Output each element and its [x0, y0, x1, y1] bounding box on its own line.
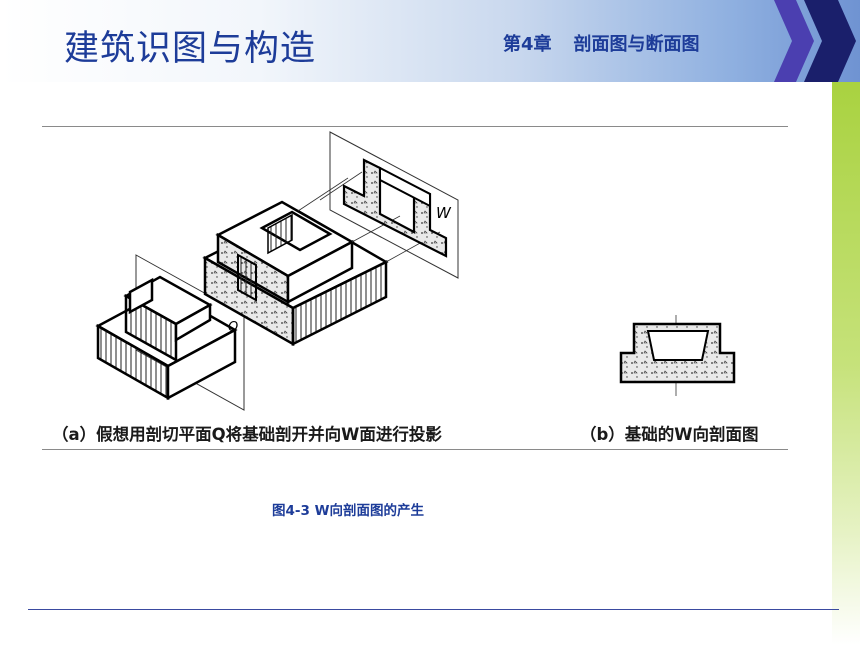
plane-q-label: Q [228, 320, 238, 335]
divider-middle [42, 449, 788, 450]
divider-bottom [28, 609, 839, 610]
plane-w [329, 131, 459, 279]
header-banner: 建筑识图与构造 第4章剖面图与断面图 [0, 0, 860, 82]
caption-a: （a）假想用剖切平面Q将基础剖开并向W面进行投影 [52, 425, 442, 444]
chapter-number: 第4章 [503, 34, 552, 55]
w-section-view [619, 315, 736, 396]
plane-w-label: W [436, 204, 452, 222]
chapter-title: 剖面图与断面图 [573, 34, 700, 55]
caption-b: （b）基础的W向剖面图 [580, 425, 759, 444]
main-cut-piece [202, 200, 389, 347]
divider-top [42, 126, 788, 127]
figure-title: 图4-3 W向剖面图的产生 [272, 503, 424, 519]
left-half-piece [95, 254, 245, 411]
chevron-decoration-icon [774, 0, 856, 82]
side-accent-bar [832, 82, 860, 645]
page-title: 建筑识图与构造 [64, 29, 317, 69]
chapter-heading: 第4章剖面图与断面图 [503, 30, 700, 56]
